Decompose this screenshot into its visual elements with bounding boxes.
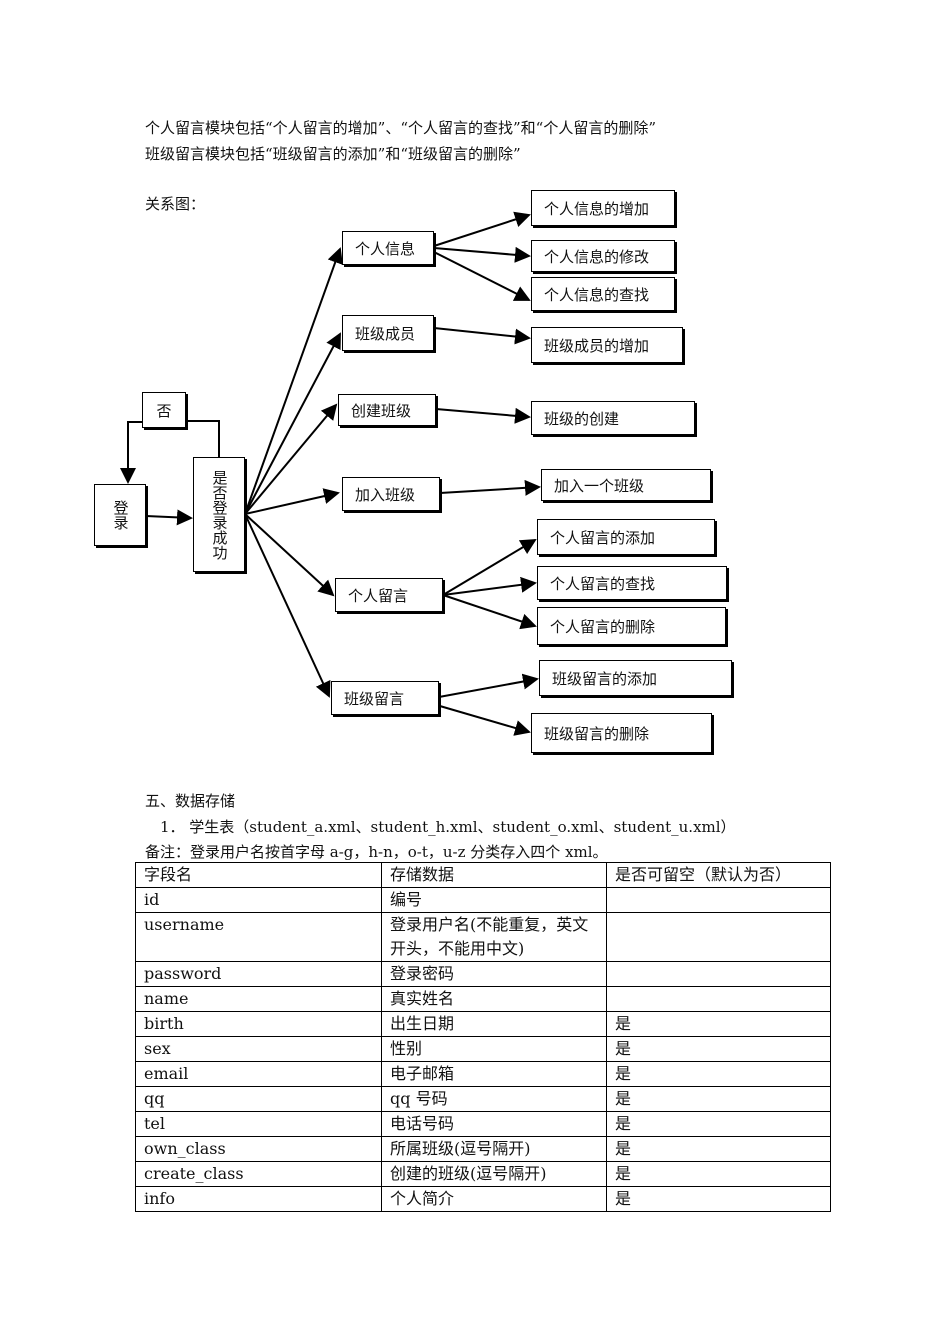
- leaf-box: 个人留言的查找: [537, 566, 727, 600]
- intro-line-1: 个人留言模块包括“个人留言的增加”、“个人留言的查找”和“个人留言的删除”: [145, 119, 657, 137]
- table-cell: 登录用户名(不能重复，英文开头，不能用中文): [381, 912, 607, 962]
- subsection-heading: 1． 学生表（student_a.xml、student_h.xml、stude…: [160, 818, 736, 836]
- table-cell: 是: [606, 1186, 831, 1212]
- leaf-box: 个人信息的修改: [531, 240, 675, 272]
- table-cell: [606, 986, 831, 1012]
- table-cell: name: [135, 986, 382, 1012]
- table-cell: 所属班级(逗号隔开): [381, 1136, 607, 1162]
- leaf-box: 班级留言的删除: [531, 713, 712, 753]
- table-cell: tel: [135, 1111, 382, 1137]
- leaf-box: 加入一个班级: [541, 469, 711, 501]
- table-cell: 出生日期: [381, 1011, 607, 1037]
- leaf-box: 个人信息的查找: [531, 277, 675, 311]
- table-cell: 是: [606, 1011, 831, 1037]
- table-cell: birth: [135, 1011, 382, 1037]
- table-cell: 是: [606, 1136, 831, 1162]
- intro-line-2: 班级留言模块包括“班级留言的添加”和“班级留言的删除”: [145, 145, 521, 163]
- table-cell: info: [135, 1186, 382, 1212]
- table-cell: 存储数据: [381, 862, 607, 888]
- table-cell: create_class: [135, 1161, 382, 1187]
- table-cell: 个人简介: [381, 1186, 607, 1212]
- leaf-box: 班级的创建: [531, 401, 695, 435]
- leaf-box: 班级成员的增加: [531, 327, 683, 363]
- class-message-box: 班级留言: [331, 681, 439, 715]
- login-success-box: 是否登录成功: [193, 457, 245, 572]
- leaf-box: 班级留言的添加: [539, 660, 732, 696]
- table-cell: own_class: [135, 1136, 382, 1162]
- table-cell: [606, 887, 831, 913]
- leaf-box: 个人留言的删除: [537, 607, 726, 645]
- table-cell: [606, 961, 831, 987]
- diagram-arrows: [120, 211, 541, 736]
- table-cell: qq 号码: [381, 1086, 607, 1112]
- table-cell: 登录密码: [381, 961, 607, 987]
- table-cell: 是: [606, 1061, 831, 1087]
- join-class-box: 加入班级: [342, 477, 440, 511]
- table-cell: 电话号码: [381, 1111, 607, 1137]
- personal-info-box: 个人信息: [342, 231, 434, 265]
- table-cell: password: [135, 961, 382, 987]
- table-cell: 是: [606, 1036, 831, 1062]
- table-cell: 编号: [381, 887, 607, 913]
- leaf-box: 个人留言的添加: [537, 519, 715, 555]
- table-cell: 真实姓名: [381, 986, 607, 1012]
- table-cell: qq: [135, 1086, 382, 1112]
- create-class-box: 创建班级: [338, 394, 436, 426]
- table-header-row: 字段名存储数据是否可留空（默认为否）: [135, 862, 831, 888]
- table-cell: [606, 912, 831, 962]
- personal-message-box: 个人留言: [335, 578, 443, 612]
- table-cell: 电子邮箱: [381, 1061, 607, 1087]
- diagram-label: 关系图：: [145, 195, 206, 213]
- table-cell: 是否可留空（默认为否）: [606, 862, 831, 888]
- table-cell: username: [135, 912, 382, 962]
- table-cell: email: [135, 1061, 382, 1087]
- table-cell: 创建的班级(逗号隔开): [381, 1161, 607, 1187]
- class-members-box: 班级成员: [342, 315, 434, 351]
- section-heading: 五、数据存储: [145, 792, 236, 810]
- table-cell: 是: [606, 1111, 831, 1137]
- table-cell: 性别: [381, 1036, 607, 1062]
- table-cell: sex: [135, 1036, 382, 1062]
- leaf-box: 个人信息的增加: [531, 190, 675, 226]
- table-cell: 是: [606, 1161, 831, 1187]
- table-cell: 是: [606, 1086, 831, 1112]
- login-box: 登录: [94, 484, 146, 546]
- note: 备注：登录用户名按首字母 a-g，h-n，o-t，u-z 分类存入四个 xml。: [145, 843, 608, 861]
- table-cell: id: [135, 887, 382, 913]
- no-box: 否: [142, 392, 186, 428]
- table-cell: 字段名: [135, 862, 382, 888]
